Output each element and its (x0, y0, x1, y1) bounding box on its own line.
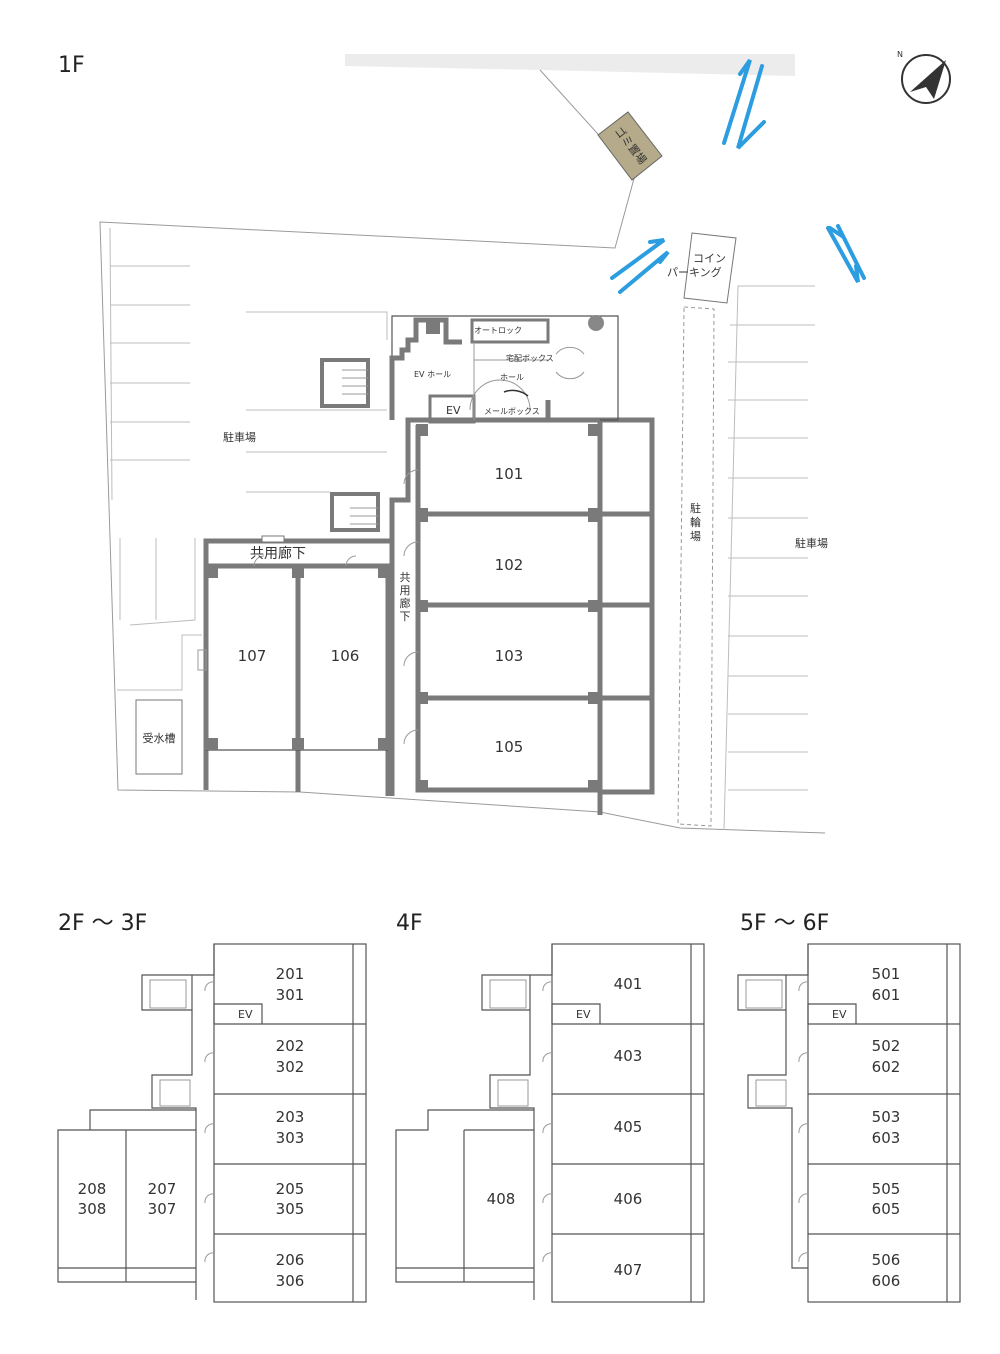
traffic-arrows (610, 58, 866, 294)
corridor-v-4: 下 (400, 610, 411, 623)
floor-label-2f-3f: 2F ～ 3F (58, 911, 147, 936)
corridor-h-label: 共用廊下 (250, 545, 306, 562)
building-2f-3f: EV 201 301 202 302 203 303 205 305 206 3… (57, 943, 367, 1303)
corridor-v-1: 共 (400, 571, 411, 584)
parking-left-label: 駐車場 (223, 430, 256, 444)
bicycle-label-1: 駐 (690, 501, 701, 515)
floor-label-1f: 1F (58, 53, 85, 78)
parking-right-label: 駐車場 (795, 536, 828, 550)
unit-205: 205 (276, 1180, 305, 1198)
ev-label-4f: EV (576, 1008, 591, 1021)
unit-207: 207 (148, 1180, 177, 1198)
unit-601: 601 (872, 986, 901, 1004)
unit-105: 105 (495, 738, 524, 756)
parking-left: 駐車場 (109, 227, 388, 691)
delivery-box-label: 宅配ボックス (506, 353, 554, 363)
unit-405: 405 (614, 1118, 643, 1136)
building-1f: オートロック EV ホール 宅配ボックス ホール メールボックス EV 共用廊下 (197, 315, 655, 815)
corridor-v-3: 廊 (400, 596, 411, 610)
unit-202: 202 (276, 1037, 305, 1055)
unit-308: 308 (78, 1200, 107, 1218)
unit-208: 208 (78, 1180, 107, 1198)
unit-605: 605 (872, 1200, 901, 1218)
road-strip (345, 54, 795, 76)
unit-305: 305 (276, 1200, 305, 1218)
unit-602: 602 (872, 1058, 901, 1076)
unit-103: 103 (495, 647, 524, 665)
unit-106: 106 (331, 647, 360, 665)
mailbox-label: メールボックス (484, 407, 540, 416)
building-5f-6f: EV 501 601 502 602 503 603 505 605 506 6… (737, 943, 961, 1303)
coin-parking-label-2: パーキング (667, 265, 722, 279)
bicycle-label-3: 場 (690, 530, 701, 543)
water-tank-label: 受水槽 (143, 732, 176, 745)
floor-label-5f-6f: 5F ～ 6F (740, 911, 829, 936)
unit-505: 505 (872, 1180, 901, 1198)
bicycle-label-2: 輪 (690, 515, 701, 529)
unit-502: 502 (872, 1037, 901, 1055)
water-tank: 受水槽 (135, 699, 183, 775)
unit-306: 306 (276, 1272, 305, 1290)
ev-hall-label: EV ホール (414, 370, 451, 379)
compass-north-icon: N (897, 50, 951, 104)
unit-301: 301 (276, 986, 305, 1004)
ev-label-5f: EV (832, 1008, 847, 1021)
coin-parking: コイン パーキング (667, 232, 737, 304)
unit-201: 201 (276, 965, 305, 983)
unit-203: 203 (276, 1108, 305, 1126)
unit-307: 307 (148, 1200, 177, 1218)
unit-501: 501 (872, 965, 901, 983)
north-label: N (897, 50, 903, 59)
unit-206: 206 (276, 1251, 305, 1269)
unit-408: 408 (487, 1190, 516, 1208)
corridor-v-2: 用 (400, 584, 411, 597)
bicycle-parking: 駐 輪 場 (677, 306, 715, 827)
unit-407: 407 (614, 1261, 643, 1279)
unit-506: 506 (872, 1251, 901, 1269)
unit-303: 303 (276, 1129, 305, 1147)
unit-406: 406 (614, 1190, 643, 1208)
ev-label-2f: EV (238, 1008, 253, 1021)
unit-503: 503 (872, 1108, 901, 1126)
unit-102: 102 (495, 556, 524, 574)
site-boundary (99, 69, 826, 834)
ev-label-1f: EV (446, 404, 461, 417)
autolock-label: オートロック (474, 326, 522, 335)
unit-603: 603 (872, 1129, 901, 1147)
floor-label-4f: 4F (396, 911, 423, 936)
coin-parking-label-1: コイン (693, 252, 726, 265)
unit-302: 302 (276, 1058, 305, 1076)
garbage-area: ゴミ置場 (597, 111, 663, 181)
unit-107: 107 (238, 647, 267, 665)
unit-606: 606 (872, 1272, 901, 1290)
hall-label: ホール (500, 373, 524, 382)
building-4f: EV 401 403 405 406 407 408 (395, 943, 705, 1303)
unit-401: 401 (614, 975, 643, 993)
unit-101: 101 (495, 465, 524, 483)
unit-403: 403 (614, 1047, 643, 1065)
parking-right: 駐車場 (723, 285, 828, 831)
